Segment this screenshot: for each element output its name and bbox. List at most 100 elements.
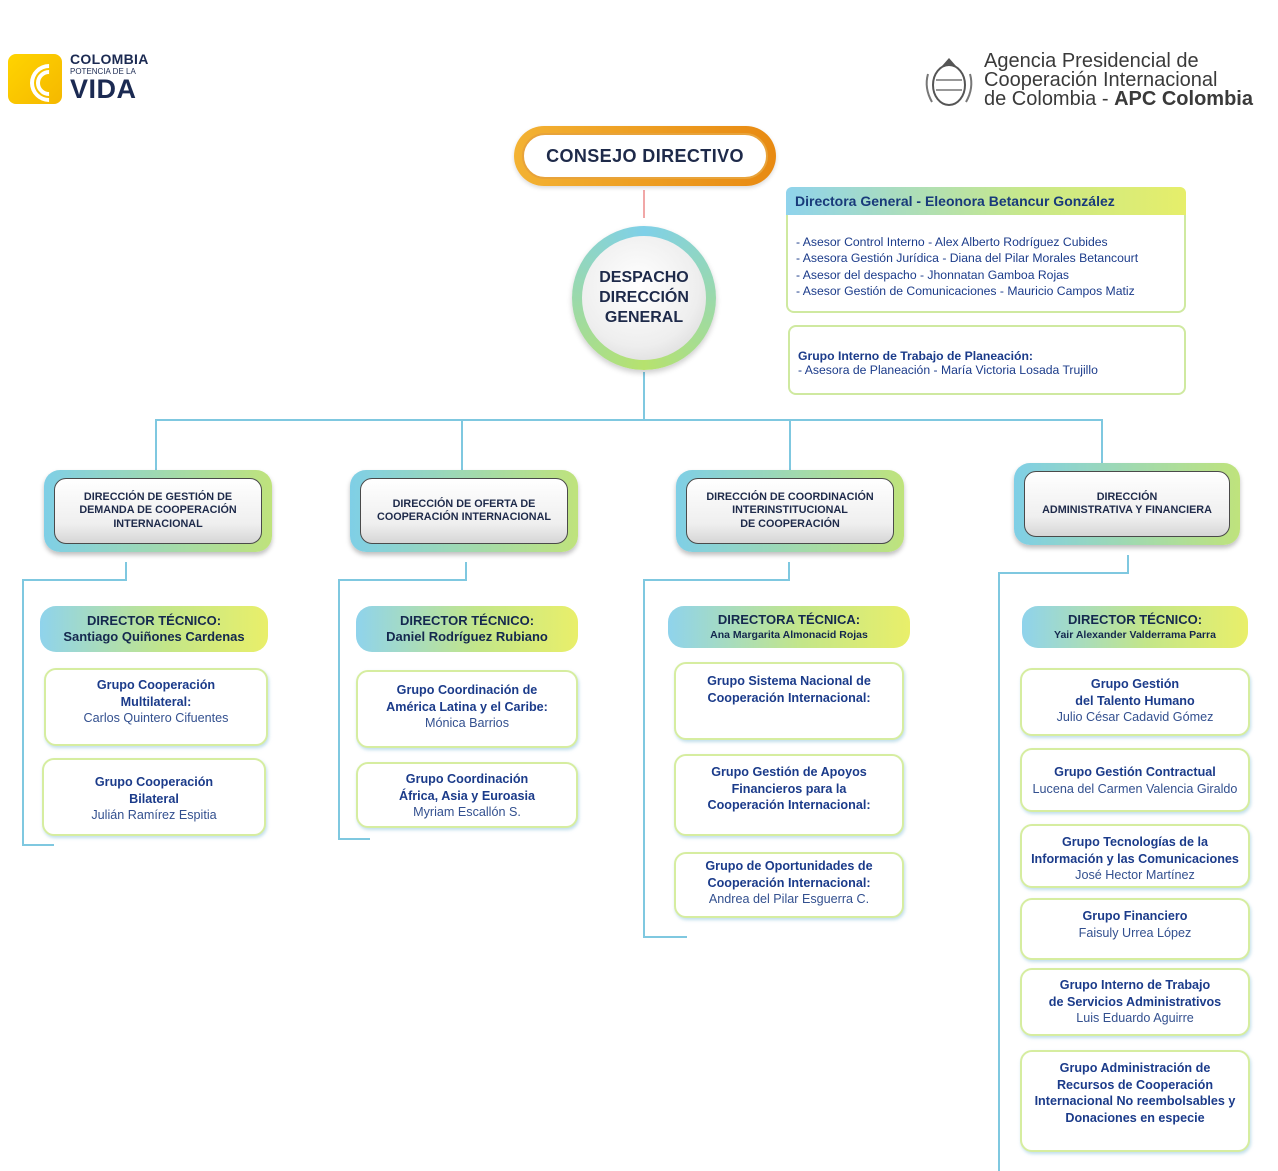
direction-title-line: INTERNACIONAL: [113, 517, 203, 530]
group-title-line: Financieros para la: [731, 781, 847, 796]
group-title-line: Donaciones en especie: [1065, 1110, 1205, 1125]
group-box: Grupo de Oportunidades de Cooperación In…: [674, 852, 904, 918]
director-tecnico-name: Ana Margarita Almonacid Rojas: [710, 629, 868, 641]
logo-line1: COLOMBIA: [70, 51, 149, 67]
group-box: Grupo Interno de Trabajo de Servicios Ad…: [1020, 968, 1250, 1036]
group-box: Grupo Administración de Recursos de Coop…: [1020, 1050, 1250, 1152]
group-box: Grupo Gestión del Talento Humano Julio C…: [1020, 668, 1250, 736]
director-tecnico-name: Daniel Rodríguez Rubiano: [386, 629, 548, 644]
group-title-line: de Servicios Administrativos: [1048, 994, 1222, 1009]
direction-title-line: DIRECCIÓN: [1096, 490, 1158, 503]
despacho-direccion-general-circle: DESPACHO DIRECCIÓN GENERAL: [572, 226, 716, 370]
group-title-line: Internacional No reembolsables y: [1034, 1094, 1236, 1108]
director-tecnico-pill: DIRECTOR TÉCNICO: Yair Alexander Valderr…: [1022, 606, 1248, 648]
group-title-line: del Talento Humano: [1075, 693, 1195, 708]
bracket-col2-vertical: [338, 579, 340, 839]
group-person: Faisuly Urrea López: [1078, 925, 1192, 940]
director-tecnico-label: DIRECTOR TÉCNICO:: [86, 613, 222, 628]
agency-line2: Cooperación Internacional: [984, 69, 1218, 91]
bracket-col3-vertical-top: [788, 562, 790, 580]
direction-title-line: DIRECCIÓN DE GESTIÓN DE: [83, 490, 233, 503]
direction-title-line: DIRECCIÓN DE OFERTA DE: [392, 497, 536, 510]
director-tecnico-pill: DIRECTOR TÉCNICO: Daniel Rodríguez Rubia…: [356, 606, 578, 652]
connector-dir4: [1101, 419, 1103, 463]
group-box: Grupo Coordinación África, Asia y Euroas…: [356, 762, 578, 828]
bracket-col2-vertical-top: [465, 562, 467, 580]
group-box: Grupo Coordinación de América Latina y e…: [356, 670, 578, 748]
bracket-col1-vertical-top: [125, 562, 127, 580]
direction-title-line: DEMANDA DE COOPERACIÓN: [79, 504, 237, 517]
colombia-potencia-logo: COLOMBIA POTENCIA DE LA VIDA: [8, 50, 168, 108]
coat-of-arms-icon: [925, 58, 973, 106]
direction-box-coordinacion: DIRECCIÓN DE COORDINACIÓN INTERINSTITUCI…: [676, 470, 904, 552]
connector-consejo-despacho: [643, 190, 645, 218]
director-tecnico-label: DIRECTOR TÉCNICO:: [1067, 612, 1203, 627]
group-title-line: Cooperación Internacional:: [707, 875, 871, 890]
group-title-line: Grupo Coordinación: [405, 772, 529, 786]
group-box: Grupo Cooperación Multilateral: Carlos Q…: [44, 668, 268, 746]
direction-title-line: INTERINSTITUCIONAL: [732, 504, 848, 517]
direction-title-line: DE COOPERACIÓN: [740, 517, 840, 530]
group-person: Carlos Quintero Cifuentes: [83, 711, 229, 725]
group-person: José Hector Martínez: [1075, 868, 1195, 882]
connector-despacho-down: [643, 372, 645, 420]
group-title-line: Grupo Cooperación: [96, 678, 216, 692]
group-title-line: Grupo de Oportunidades de: [705, 859, 873, 873]
director-tecnico-name: Yair Alexander Valderrama Parra: [1054, 629, 1216, 641]
colombia-logo-mark-icon: [8, 54, 62, 104]
connector-horizontal-main: [155, 419, 1102, 421]
director-tecnico-label: DIRECTOR TÉCNICO:: [399, 613, 535, 628]
despacho-line2: DIRECCIÓN: [599, 289, 689, 306]
group-person: Lucena del Carmen Valencia Giraldo: [1032, 781, 1238, 796]
bracket-col1-horizontal: [22, 579, 127, 581]
director-tecnico-label: DIRECTORA TÉCNICA:: [717, 612, 861, 627]
planeacion-box: Grupo Interno de Trabajo de Planeación: …: [788, 325, 1186, 395]
group-title-line: Grupo Cooperación: [94, 775, 214, 789]
group-person: Luis Eduardo Aguirre: [1076, 1011, 1194, 1025]
planeacion-title: Grupo Interno de Trabajo de Planeación:: [798, 349, 1033, 363]
group-person: Mónica Barrios: [425, 716, 509, 730]
bracket-col4-vertical: [998, 572, 1000, 1171]
group-title-line: Multilateral:: [120, 694, 192, 709]
bracket-col2-horizontal: [338, 579, 467, 581]
group-title-line: América Latina y el Caribe:: [386, 699, 548, 714]
group-title-line: Grupo Coordinación de: [396, 683, 538, 697]
connector-dir3: [789, 419, 791, 471]
group-title-line: Grupo Administración de: [1059, 1061, 1211, 1075]
group-title-line: Cooperación Internacional:: [707, 690, 871, 705]
bracket-col4-horizontal: [998, 572, 1129, 574]
bracket-col2-bottom: [338, 838, 370, 840]
bracket-col4-vertical-top: [1127, 555, 1129, 573]
asesores-box: - Asesor Control Interno - Alex Alberto …: [786, 215, 1186, 313]
group-title-line: Grupo Tecnologías de la: [1061, 835, 1208, 849]
group-title-line: Grupo Interno de Trabajo: [1059, 978, 1211, 992]
group-title-line: Grupo Gestión de Apoyos: [711, 765, 867, 779]
direction-box-oferta: DIRECCIÓN DE OFERTA DE COOPERACIÓN INTER…: [350, 470, 578, 552]
despacho-line1: DESPACHO: [599, 269, 689, 286]
group-title-line: Grupo Financiero: [1082, 909, 1188, 923]
director-tecnico-pill: DIRECTOR TÉCNICO: Santiago Quiñones Card…: [40, 606, 268, 652]
group-title-line: Información y las Comunicaciones: [1031, 851, 1239, 866]
bracket-col1-bottom: [22, 844, 54, 846]
group-title-line: África, Asia y Euroasia: [398, 788, 536, 803]
group-title-line: Recursos de Cooperación: [1056, 1077, 1214, 1092]
director-tecnico-name: Santiago Quiñones Cardenas: [63, 629, 245, 644]
directora-general-header: Directora General - Eleonora Betancur Go…: [786, 187, 1186, 215]
bracket-col3-horizontal: [643, 579, 790, 581]
group-person: Julián Ramírez Espitia: [91, 808, 217, 822]
asesor-item: - Asesor Gestión de Comunicaciones - Mau…: [796, 284, 1135, 299]
despacho-line3: GENERAL: [604, 309, 684, 326]
asesor-item: - Asesor del despacho - Jhonnatan Gamboa…: [796, 267, 1070, 282]
group-person: Andrea del Pilar Esguerra C.: [708, 892, 870, 906]
group-box: Grupo Cooperación Bilateral Julián Ramír…: [42, 758, 266, 836]
bracket-col1-vertical: [22, 579, 24, 845]
asesor-item: - Asesora Gestión Jurídica - Diana del P…: [796, 251, 1139, 266]
connector-dir2: [461, 419, 463, 471]
asesor-item: - Asesor Control Interno - Alex Alberto …: [796, 235, 1108, 249]
agency-line1: Agencia Presidencial de: [984, 50, 1199, 72]
group-box: Grupo Financiero Faisuly Urrea López: [1020, 898, 1250, 960]
group-title-line: Grupo Sistema Nacional de: [707, 674, 871, 688]
group-title-line: Grupo Gestión: [1090, 677, 1180, 691]
agency-line3-prefix: de Colombia -: [984, 88, 1115, 110]
director-tecnico-pill: DIRECTORA TÉCNICA: Ana Margarita Almonac…: [668, 606, 910, 648]
